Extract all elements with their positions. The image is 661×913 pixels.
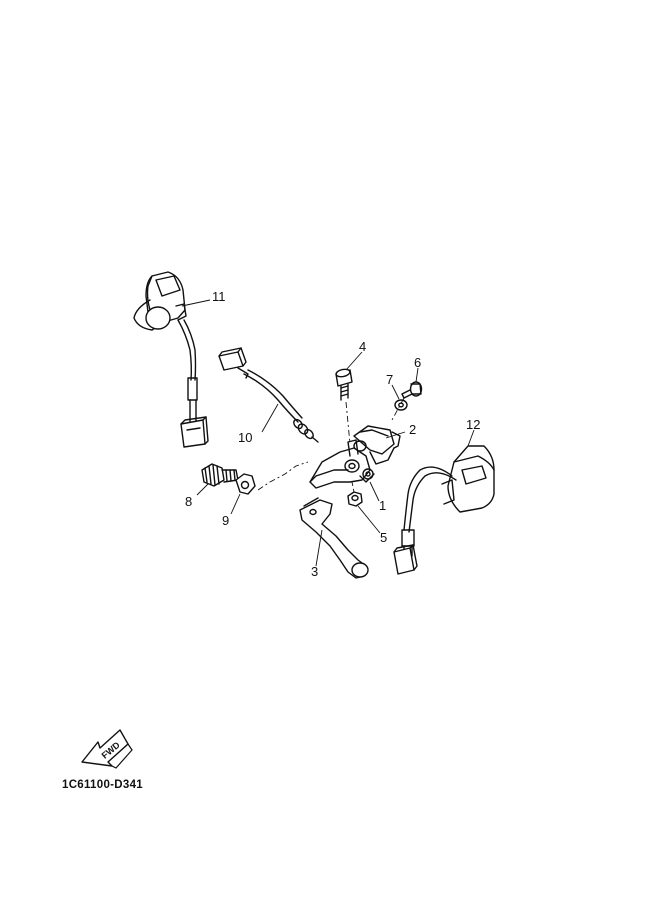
- leader-lines: [181, 299, 475, 567]
- leader-11: [181, 299, 211, 307]
- callout-6: 6: [414, 355, 422, 370]
- leader-7: [391, 384, 400, 400]
- leader-5: [357, 505, 381, 534]
- leader-6: [415, 367, 419, 383]
- assembly-line-8: [257, 461, 309, 491]
- leader-10: [261, 403, 279, 433]
- part-1-lever-bracket: [309, 439, 375, 489]
- callout-10: 10: [238, 430, 253, 445]
- part-4-bolt: [335, 368, 353, 401]
- part-9-locknut: [235, 473, 256, 495]
- fwd-arrow-icon: FWD: [81, 729, 133, 769]
- assembly-line-6: [391, 397, 405, 421]
- part-3-lever: [299, 497, 369, 579]
- part-7-washer: [394, 399, 408, 411]
- callout-12: 12: [466, 417, 481, 432]
- leader-1: [369, 481, 380, 502]
- callout-2: 2: [409, 422, 417, 437]
- leader-8: [196, 483, 209, 496]
- part-5-nut: [347, 491, 363, 507]
- callout-7: 7: [386, 372, 394, 387]
- callout-11: 11: [212, 289, 226, 304]
- callout-8: 8: [185, 494, 193, 509]
- callout-4: 4: [359, 339, 367, 354]
- part-11-left-switch: [133, 271, 209, 448]
- document-code: 1C61100-D341: [62, 779, 143, 791]
- part-6-bolt: [401, 381, 423, 399]
- part-10-cable: [218, 347, 319, 443]
- callout-5: 5: [380, 530, 388, 545]
- part-2-holder: [353, 425, 401, 465]
- callout-1: 1: [379, 498, 387, 513]
- leader-9: [230, 493, 241, 515]
- callout-9: 9: [222, 513, 230, 528]
- part-8-adjuster: [201, 463, 239, 487]
- part-12-right-switch: [393, 445, 495, 575]
- leader-4: [345, 351, 363, 371]
- assembly-line-4: [345, 401, 351, 445]
- leader-2: [385, 431, 406, 439]
- leader-12: [467, 429, 475, 447]
- leader-3: [315, 529, 323, 567]
- assembly-line-5: [351, 481, 355, 493]
- callout-3: 3: [311, 564, 319, 579]
